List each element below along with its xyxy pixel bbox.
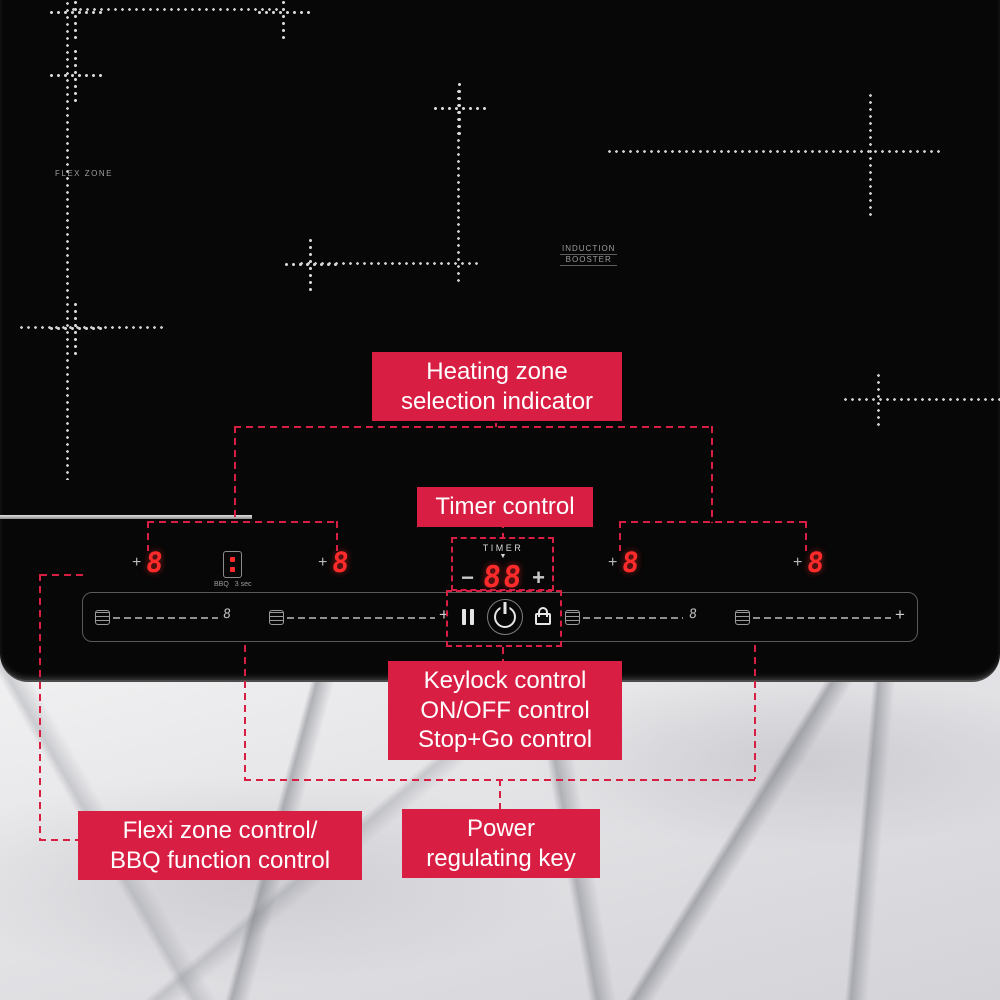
zone-display-1[interactable]: + 8 bbox=[132, 546, 165, 579]
cooktop-side-trim bbox=[0, 515, 252, 519]
label-line: Power bbox=[466, 815, 536, 842]
function-key-icon[interactable] bbox=[269, 610, 284, 625]
function-key-icon[interactable] bbox=[565, 610, 580, 625]
label-line: Timer control bbox=[435, 493, 575, 520]
label-line: selection indicator bbox=[400, 387, 594, 415]
on-off-power-button[interactable] bbox=[487, 599, 523, 635]
slider-plus-key[interactable]: + bbox=[439, 605, 449, 624]
connector-dash bbox=[234, 426, 713, 428]
connector-dash bbox=[234, 426, 236, 523]
zone-dotted-line bbox=[18, 326, 163, 329]
function-key-icon[interactable] bbox=[95, 610, 110, 625]
slider-plus-key[interactable]: + bbox=[895, 605, 905, 624]
timer-minus-button[interactable]: − bbox=[461, 564, 474, 590]
zone-select-plus-icon: + bbox=[793, 554, 803, 571]
timer-arrow-icon: ▼ bbox=[499, 553, 507, 560]
connector-dash bbox=[244, 645, 246, 779]
annotation-flexi-bbq: Flexi zone control/ BBQ function control bbox=[78, 811, 362, 881]
keylock-icon[interactable] bbox=[535, 607, 551, 625]
function-key-icon[interactable] bbox=[735, 610, 750, 625]
connector-dash bbox=[805, 521, 807, 551]
timer-connector-box bbox=[451, 537, 554, 591]
connector-dash bbox=[711, 426, 713, 523]
annotation-timer-control: Timer control bbox=[417, 487, 593, 527]
zone-select-plus-icon: + bbox=[608, 554, 618, 571]
mini-display-digit: 8 bbox=[688, 607, 698, 622]
zone-power-digit: 8 bbox=[144, 546, 165, 579]
zone-power-digit: 8 bbox=[620, 546, 641, 579]
zone-select-plus-icon: + bbox=[318, 554, 328, 571]
induction-booster-label: INDUCTION BOOSTER bbox=[560, 244, 618, 266]
connector-dash bbox=[499, 779, 501, 809]
connector-dash bbox=[40, 574, 86, 576]
bbq-hold-label: 3 sec bbox=[234, 581, 252, 588]
zone-cross-marker bbox=[432, 81, 486, 135]
power-slider[interactable] bbox=[583, 617, 683, 619]
mini-display-digit: 8 bbox=[222, 607, 232, 622]
flex-zone-label: FLEX ZONE bbox=[55, 169, 113, 178]
annotation-power-key: Power regulating key bbox=[402, 809, 600, 879]
label-line: BBQ function control bbox=[109, 846, 331, 874]
bbq-caption: BBQ 3 sec bbox=[214, 581, 252, 588]
zone-dotted-line bbox=[70, 8, 288, 11]
connector-dash bbox=[39, 839, 78, 841]
zone-dotted-line bbox=[66, 0, 69, 480]
zone-display-2[interactable]: + 8 bbox=[318, 546, 351, 579]
keylock-connector-box bbox=[446, 590, 562, 647]
connector-dash bbox=[147, 521, 338, 523]
connector-dash bbox=[147, 521, 149, 551]
connector-dash bbox=[502, 647, 504, 661]
stop-go-pause-icon[interactable] bbox=[462, 609, 474, 625]
zone-dotted-line bbox=[877, 372, 880, 426]
zone-dotted-line bbox=[298, 262, 478, 265]
timer-row: − 88 + bbox=[461, 560, 545, 595]
power-icon bbox=[494, 606, 516, 628]
connector-dash bbox=[39, 574, 41, 841]
induction-cooktop-surface: FLEX ZONE INDUCTION BOOSTER + 8 BBQ 3 se… bbox=[0, 0, 1000, 682]
zone-select-plus-icon: + bbox=[132, 554, 142, 571]
zone-cross-marker bbox=[256, 0, 310, 39]
power-slider[interactable] bbox=[113, 617, 218, 619]
timer-control[interactable]: TIMER ▼ − 88 + bbox=[452, 543, 554, 595]
label-line: ON/OFF control bbox=[420, 696, 590, 724]
booster-label: BOOSTER bbox=[560, 255, 618, 266]
bbq-label: BBQ bbox=[214, 581, 229, 588]
connector-dash bbox=[502, 521, 504, 538]
label-line: Flexi zone control/ bbox=[122, 817, 318, 844]
label-line: Keylock control bbox=[423, 667, 587, 694]
connector-dash bbox=[754, 645, 756, 779]
zone-display-4[interactable]: + 8 bbox=[793, 546, 826, 579]
connector-dash bbox=[619, 521, 621, 551]
zone-power-digit: 8 bbox=[330, 546, 351, 579]
label-line: Heating zone bbox=[426, 358, 568, 385]
zone-dotted-line bbox=[606, 150, 940, 153]
zone-cross-marker bbox=[283, 237, 337, 291]
zone-cross-marker bbox=[48, 0, 102, 39]
label-line: regulating key bbox=[426, 844, 576, 872]
power-slider[interactable] bbox=[287, 617, 435, 619]
timer-label: TIMER bbox=[482, 543, 524, 553]
power-slider[interactable] bbox=[753, 617, 891, 619]
label-line: Stop+Go control bbox=[417, 726, 593, 754]
touch-control-panel: 8 + 8 + bbox=[82, 592, 918, 642]
annotation-keylock: Keylock control ON/OFF control Stop+Go c… bbox=[388, 661, 622, 760]
zone-dotted-line bbox=[842, 398, 1000, 401]
timer-plus-button[interactable]: + bbox=[532, 564, 545, 590]
connector-dash bbox=[336, 521, 338, 551]
connector-dash bbox=[619, 521, 807, 523]
bbq-icon bbox=[223, 551, 243, 578]
zone-display-3[interactable]: + 8 bbox=[608, 546, 641, 579]
zone-dotted-line bbox=[869, 92, 872, 217]
bbq-control[interactable]: BBQ 3 sec bbox=[214, 551, 252, 588]
induction-label: INDUCTION bbox=[560, 244, 618, 255]
zone-cross-marker bbox=[48, 48, 102, 102]
zone-dotted-line bbox=[457, 88, 460, 283]
annotation-heating-zone: Heating zone selection indicator bbox=[372, 352, 622, 422]
zone-power-digit: 8 bbox=[805, 546, 826, 579]
